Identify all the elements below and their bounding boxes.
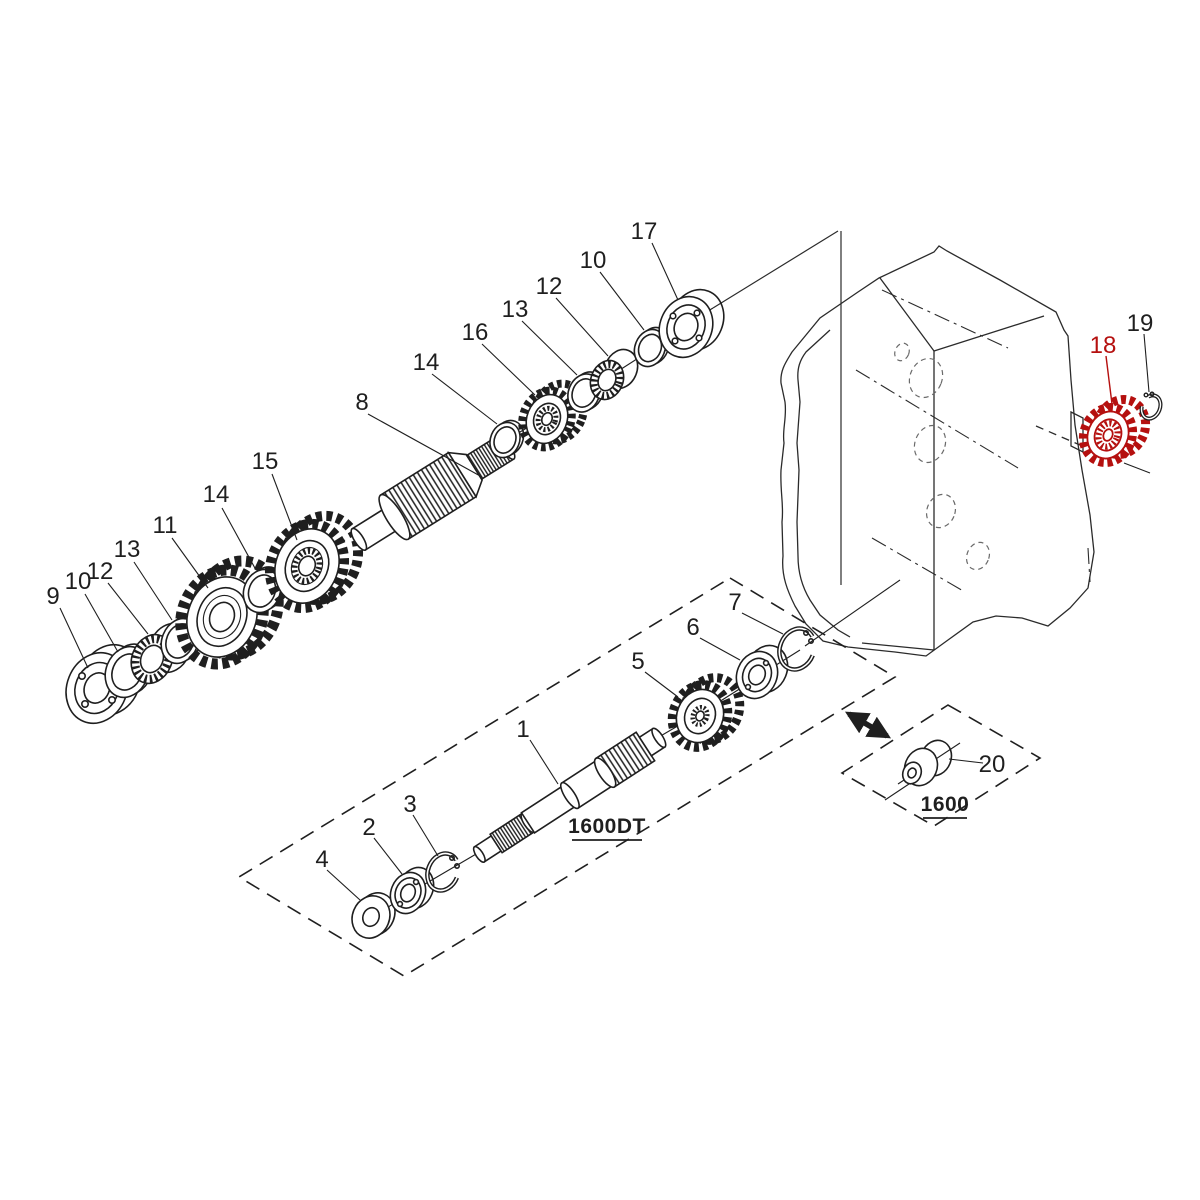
callout-9: 9 [46,583,59,610]
variant-label-underlines [572,817,967,841]
part-8-countershaft [350,434,516,552]
callout-6: 6 [686,614,699,641]
part-12-needle-bearing [589,348,639,401]
callout-14: 14 [203,481,230,508]
callout-5: 5 [631,648,644,675]
part-9-ball-bearing [65,643,142,725]
callout-12: 12 [87,558,114,585]
callout-12b: 12 [536,273,563,300]
part-18-gear-highlighted [1078,395,1151,467]
callout-13b: 13 [502,296,529,323]
callout-8: 8 [355,389,368,416]
callout-4: 4 [315,846,328,873]
housing-flange-inner [796,329,851,638]
part-14-ring [489,419,525,459]
part-15-gear [264,510,364,614]
section-plane [712,230,842,585]
transmission-housing [780,245,1095,657]
part-3-snap-ring [425,851,461,893]
leader-lines [59,242,1150,901]
callout-10b: 10 [580,247,607,274]
variant-label-1600dt: 1600DT [568,815,646,838]
callout-2: 2 [362,814,375,841]
part-5-gear [667,673,745,752]
callout-1: 1 [516,716,529,743]
callout-3: 3 [403,791,416,818]
callout-11: 11 [153,512,178,539]
variant-label-1600: 1600 [921,793,970,816]
callout-19: 19 [1127,310,1154,337]
variant-1600dt-boundary [237,577,897,977]
part-1-main-shaft [472,727,667,864]
callout-14b: 14 [413,349,440,376]
part-2-ball-bearing [389,866,435,915]
callout-17: 17 [631,218,658,245]
callout-18-highlighted: 18 [1090,332,1117,359]
callout-20: 20 [979,751,1006,778]
callout-15: 15 [252,448,279,475]
part-20-plug [901,739,953,787]
part-4-washer [351,892,396,939]
callout-7: 7 [728,589,741,616]
callout-13: 13 [114,536,141,563]
part-6-ball-bearing [735,644,789,700]
part-10-washer [633,326,670,368]
part-17-ball-bearing [658,288,725,359]
callout-16: 16 [462,319,489,346]
callout-10: 10 [65,568,92,595]
part-16-gear [518,379,588,452]
interchange-arrow-icon [845,711,891,739]
housing-outline [780,245,1095,657]
part-19-snap-ring [1139,391,1163,421]
part-11-gear [175,555,284,670]
